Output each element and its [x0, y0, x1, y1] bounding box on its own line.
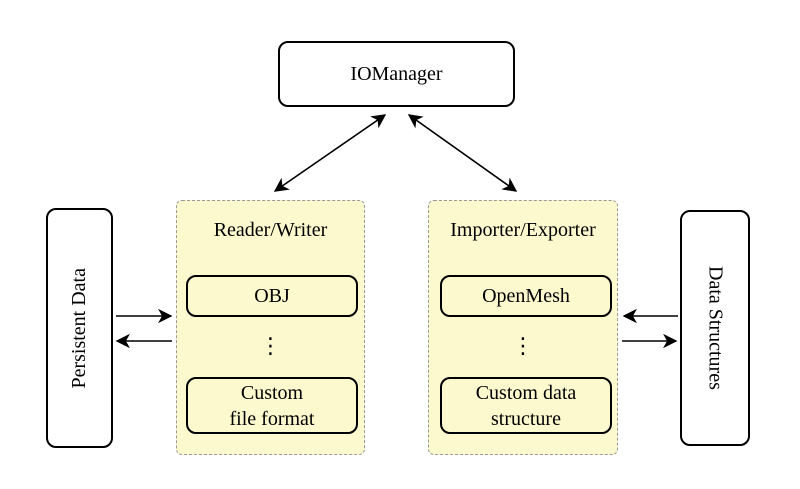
data-structures-label: Data Structures: [704, 266, 727, 390]
reader-writer-title: Reader/Writer: [213, 219, 328, 241]
panel-reader-writer: Reader/Writer OBJ ⋮ Custom file format: [176, 200, 365, 455]
node-custom-file-format: Custom file format: [186, 377, 358, 434]
node-iomanager: IOManager: [278, 41, 515, 107]
node-persistent-data: Persistent Data: [46, 208, 113, 448]
node-obj: OBJ: [186, 275, 358, 317]
importer-exporter-ellipsis: ⋮: [512, 334, 534, 359]
iomanager-label: IOManager: [350, 62, 443, 85]
importer-exporter-title: Importer/Exporter: [450, 219, 596, 241]
node-data-structures: Data Structures: [680, 210, 750, 446]
custom-data-structure-label: Custom data structure: [475, 381, 577, 430]
node-openmesh: OpenMesh: [440, 275, 612, 317]
openmesh-label: OpenMesh: [482, 285, 570, 307]
arrow-iomanager-readerwriter: [273, 114, 387, 192]
custom-file-format-label: Custom file format: [229, 381, 315, 430]
arrow-iomanager-importerexporter: [407, 114, 518, 192]
panel-importer-exporter: Importer/Exporter OpenMesh ⋮ Custom data…: [428, 200, 618, 455]
node-custom-data-structure: Custom data structure: [440, 377, 612, 434]
reader-writer-ellipsis: ⋮: [259, 334, 282, 359]
obj-label: OBJ: [254, 285, 290, 307]
persistent-data-label: Persistent Data: [68, 267, 90, 389]
